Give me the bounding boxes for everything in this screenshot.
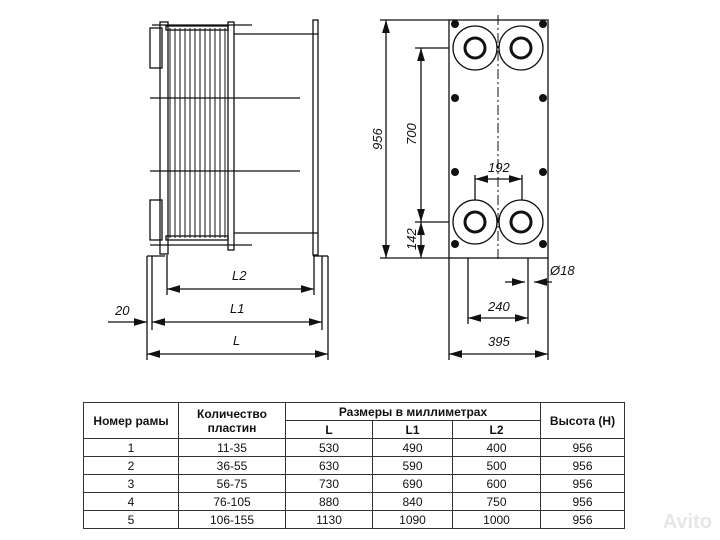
table-cell: 500 [452, 456, 541, 475]
header-plate-count: Количество пластин [178, 402, 286, 439]
header-height: Высота (H) [540, 402, 625, 439]
table-cell: 690 [372, 474, 453, 493]
dim-hole-label: Ø18 [549, 263, 575, 278]
flanges [452, 25, 544, 245]
dim-width-label: 395 [488, 334, 510, 349]
header-l2: L2 [452, 420, 541, 439]
dim-feet-label: 240 [487, 299, 510, 314]
header-frame-no: Номер рамы [83, 402, 179, 439]
table-cell: 600 [452, 474, 541, 493]
table-cell: 1000 [452, 510, 541, 529]
header-l: L [285, 420, 373, 439]
table-cell: 1090 [372, 510, 453, 529]
front-view [380, 15, 552, 360]
table-cell: 730 [285, 474, 373, 493]
table-cell: 400 [452, 438, 541, 457]
side-view [108, 19, 329, 360]
table-cell: 956 [540, 438, 625, 457]
table-cell: 106-155 [178, 510, 286, 529]
table-cell: 1130 [285, 510, 373, 529]
table-cell: 36-55 [178, 456, 286, 475]
dim-ports-horizontal-label: 192 [488, 160, 510, 175]
dimensions-table: Номер рамы Количество пластин Размеры в … [83, 402, 625, 529]
dim-ports-vertical-label: 700 [404, 123, 419, 145]
table-cell: 840 [372, 492, 453, 511]
table-cell: 4 [83, 492, 179, 511]
technical-drawing: L2 L1 L 20 956 700 142 192 Ø18 240 395 [108, 15, 575, 360]
dim-l-label: L [233, 333, 240, 348]
table-cell: 11-35 [178, 438, 286, 457]
table-cell: 956 [540, 492, 625, 511]
table-cell: 3 [83, 474, 179, 493]
table-cell: 956 [540, 510, 625, 529]
table-cell: 2 [83, 456, 179, 475]
dim-offset-label: 20 [114, 303, 130, 318]
table-cell: 590 [372, 456, 453, 475]
dim-bottom-label: 142 [404, 228, 419, 250]
dim-l1-label: L1 [230, 301, 244, 316]
table-cell: 880 [285, 492, 373, 511]
table-cell: 1 [83, 438, 179, 457]
dim-l2-label: L2 [232, 268, 247, 283]
header-l1: L1 [372, 420, 453, 439]
table-cell: 750 [452, 492, 541, 511]
table-cell: 76-105 [178, 492, 286, 511]
table-cell: 5 [83, 510, 179, 529]
table-cell: 530 [285, 438, 373, 457]
table-cell: 56-75 [178, 474, 286, 493]
dim-height-label: 956 [370, 128, 385, 150]
avito-watermark: Avito [662, 511, 712, 533]
table-cell: 630 [285, 456, 373, 475]
table-cell: 956 [540, 474, 625, 493]
table-cell: 490 [372, 438, 453, 457]
table-cell: 956 [540, 456, 625, 475]
header-sizes: Размеры в миллиметрах [285, 402, 541, 421]
